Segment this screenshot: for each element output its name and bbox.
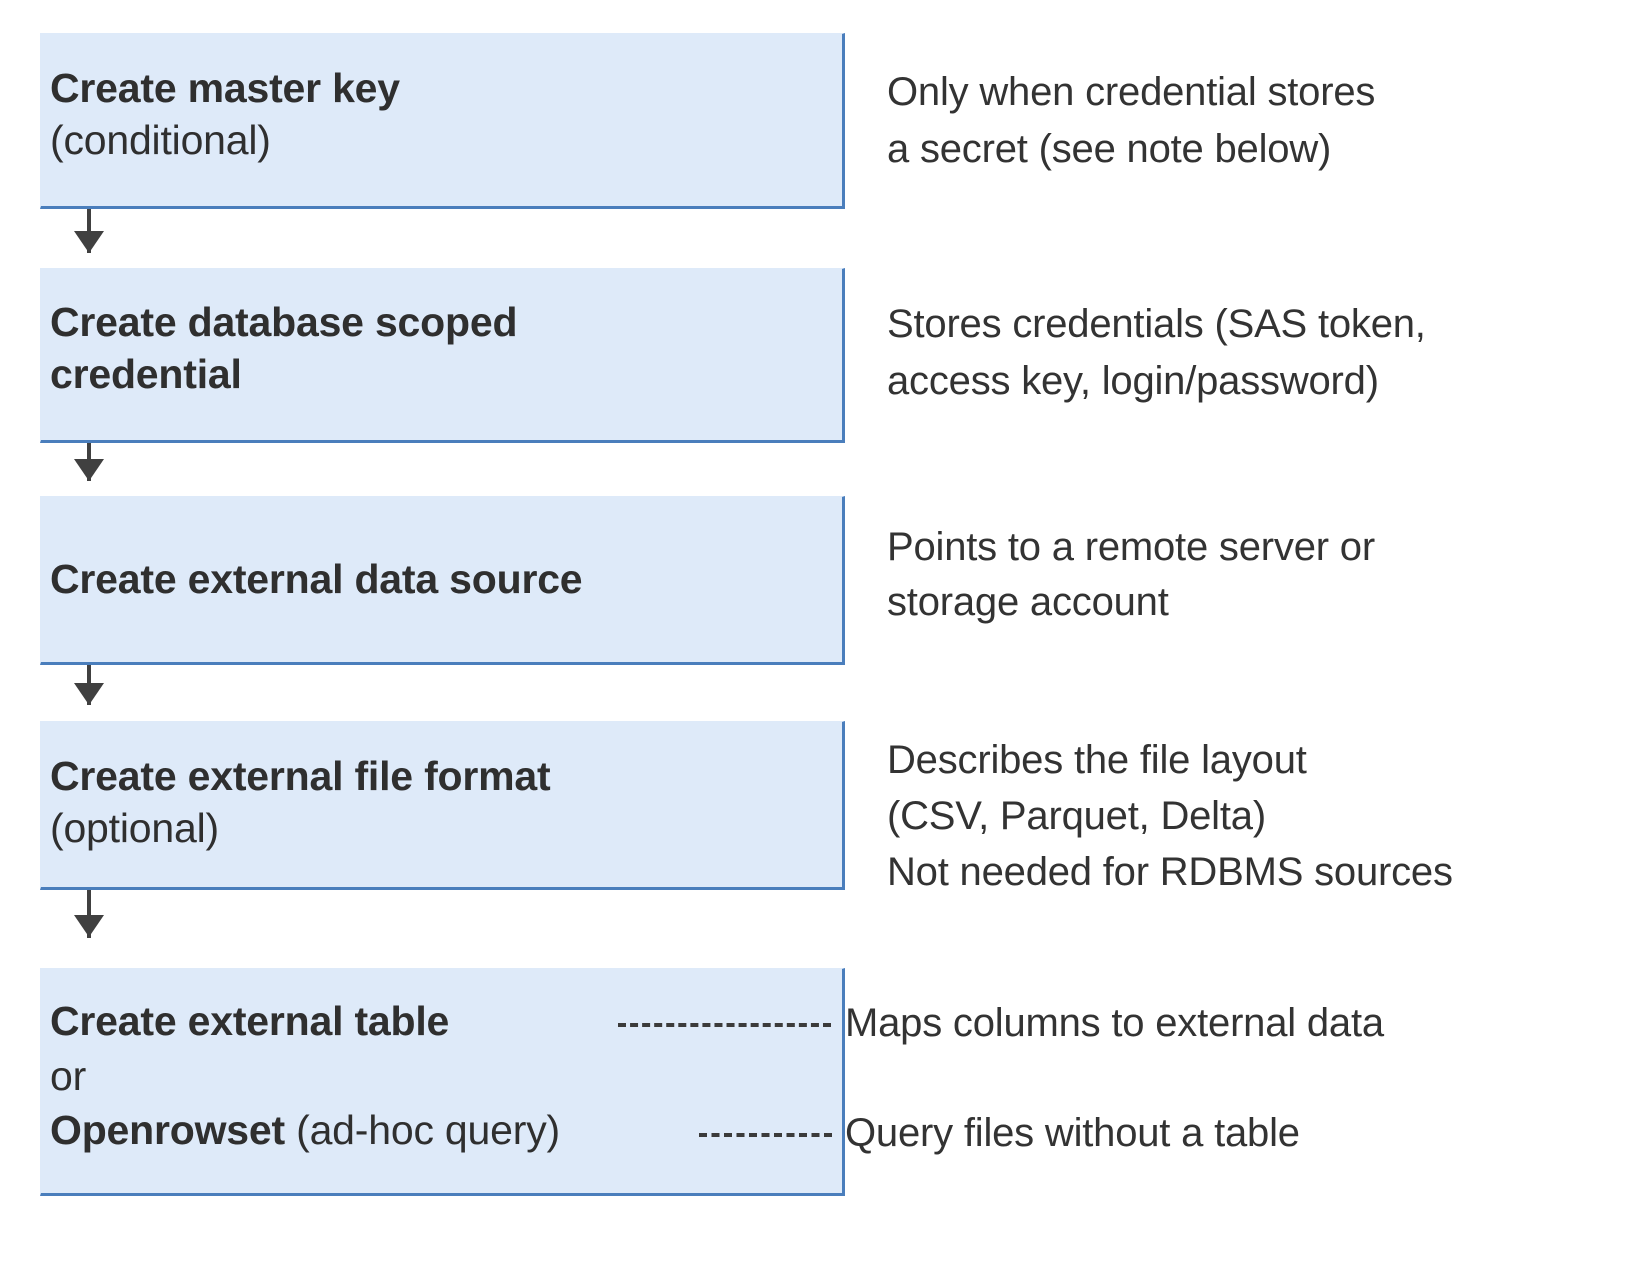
step-heading-text: Create master key (50, 65, 400, 111)
step-heading-openrowset: Openrowset (ad-hoc query) (50, 1104, 560, 1156)
note-create-master-key-line1: Only when credential stores (887, 70, 1376, 114)
arrow-head-1 (74, 231, 104, 253)
note-create-external-file-format-line2: (CSV, Parquet, Delta) (887, 794, 1266, 838)
dashed-connector-openrowset (699, 1133, 832, 1137)
note-create-external-data-source-line2: storage account (887, 580, 1169, 624)
step-heading-line2: credential (50, 351, 242, 397)
openrowset-label: Openrowset (50, 1107, 285, 1153)
step-heading-create-external-table: Create external table (50, 998, 450, 1044)
step-box-create-database-scoped-credential[interactable] (40, 268, 845, 443)
note-create-master-key-line2: a secret (see note below) (887, 127, 1332, 171)
step-qualifier-text: (conditional) (50, 117, 271, 163)
step-box-create-external-file-format[interactable] (40, 721, 845, 890)
arrow-head-2 (74, 459, 104, 481)
note-create-database-scoped-credential-line2: access key, login/password) (887, 359, 1379, 403)
step-heading-create-master-key: Create master key (conditional) (50, 62, 400, 166)
step-box-create-external-data-source[interactable] (40, 496, 845, 665)
step-box-create-external-table-or-openrowset[interactable] (40, 968, 845, 1196)
step-heading-text: Create external data source (50, 556, 583, 602)
note-create-external-table: Maps columns to external data (845, 1001, 1384, 1045)
note-create-external-file-format-line3: Not needed for RDBMS sources (887, 850, 1453, 894)
step-heading-line1: Create database scoped (50, 299, 518, 345)
step-heading-create-external-data-source: Create external data source (50, 553, 583, 605)
step-box-create-master-key[interactable] (40, 33, 845, 209)
step-separator-or: or (50, 1053, 87, 1099)
arrow-head-3 (74, 683, 104, 705)
arrow-shaft-4 (87, 890, 91, 938)
dashed-connector-external-table (618, 1023, 831, 1027)
step-qualifier-text: (optional) (50, 805, 219, 851)
step-heading-text: Create external file format (50, 753, 551, 799)
note-create-external-data-source-line1: Points to a remote server or (887, 525, 1375, 569)
step-heading-create-external-file-format: Create external file format (optional) (50, 750, 551, 854)
openrowset-qualifier: (ad-hoc query) (284, 1107, 560, 1153)
arrow-head-4 (74, 915, 104, 937)
step-heading-create-database-scoped-credential: Create database scoped credential (50, 296, 518, 400)
note-create-external-file-format-line1: Describes the file layout (887, 738, 1307, 782)
note-openrowset: Query files without a table (845, 1111, 1300, 1155)
note-create-database-scoped-credential-line1: Stores credentials (SAS token, (887, 302, 1426, 346)
